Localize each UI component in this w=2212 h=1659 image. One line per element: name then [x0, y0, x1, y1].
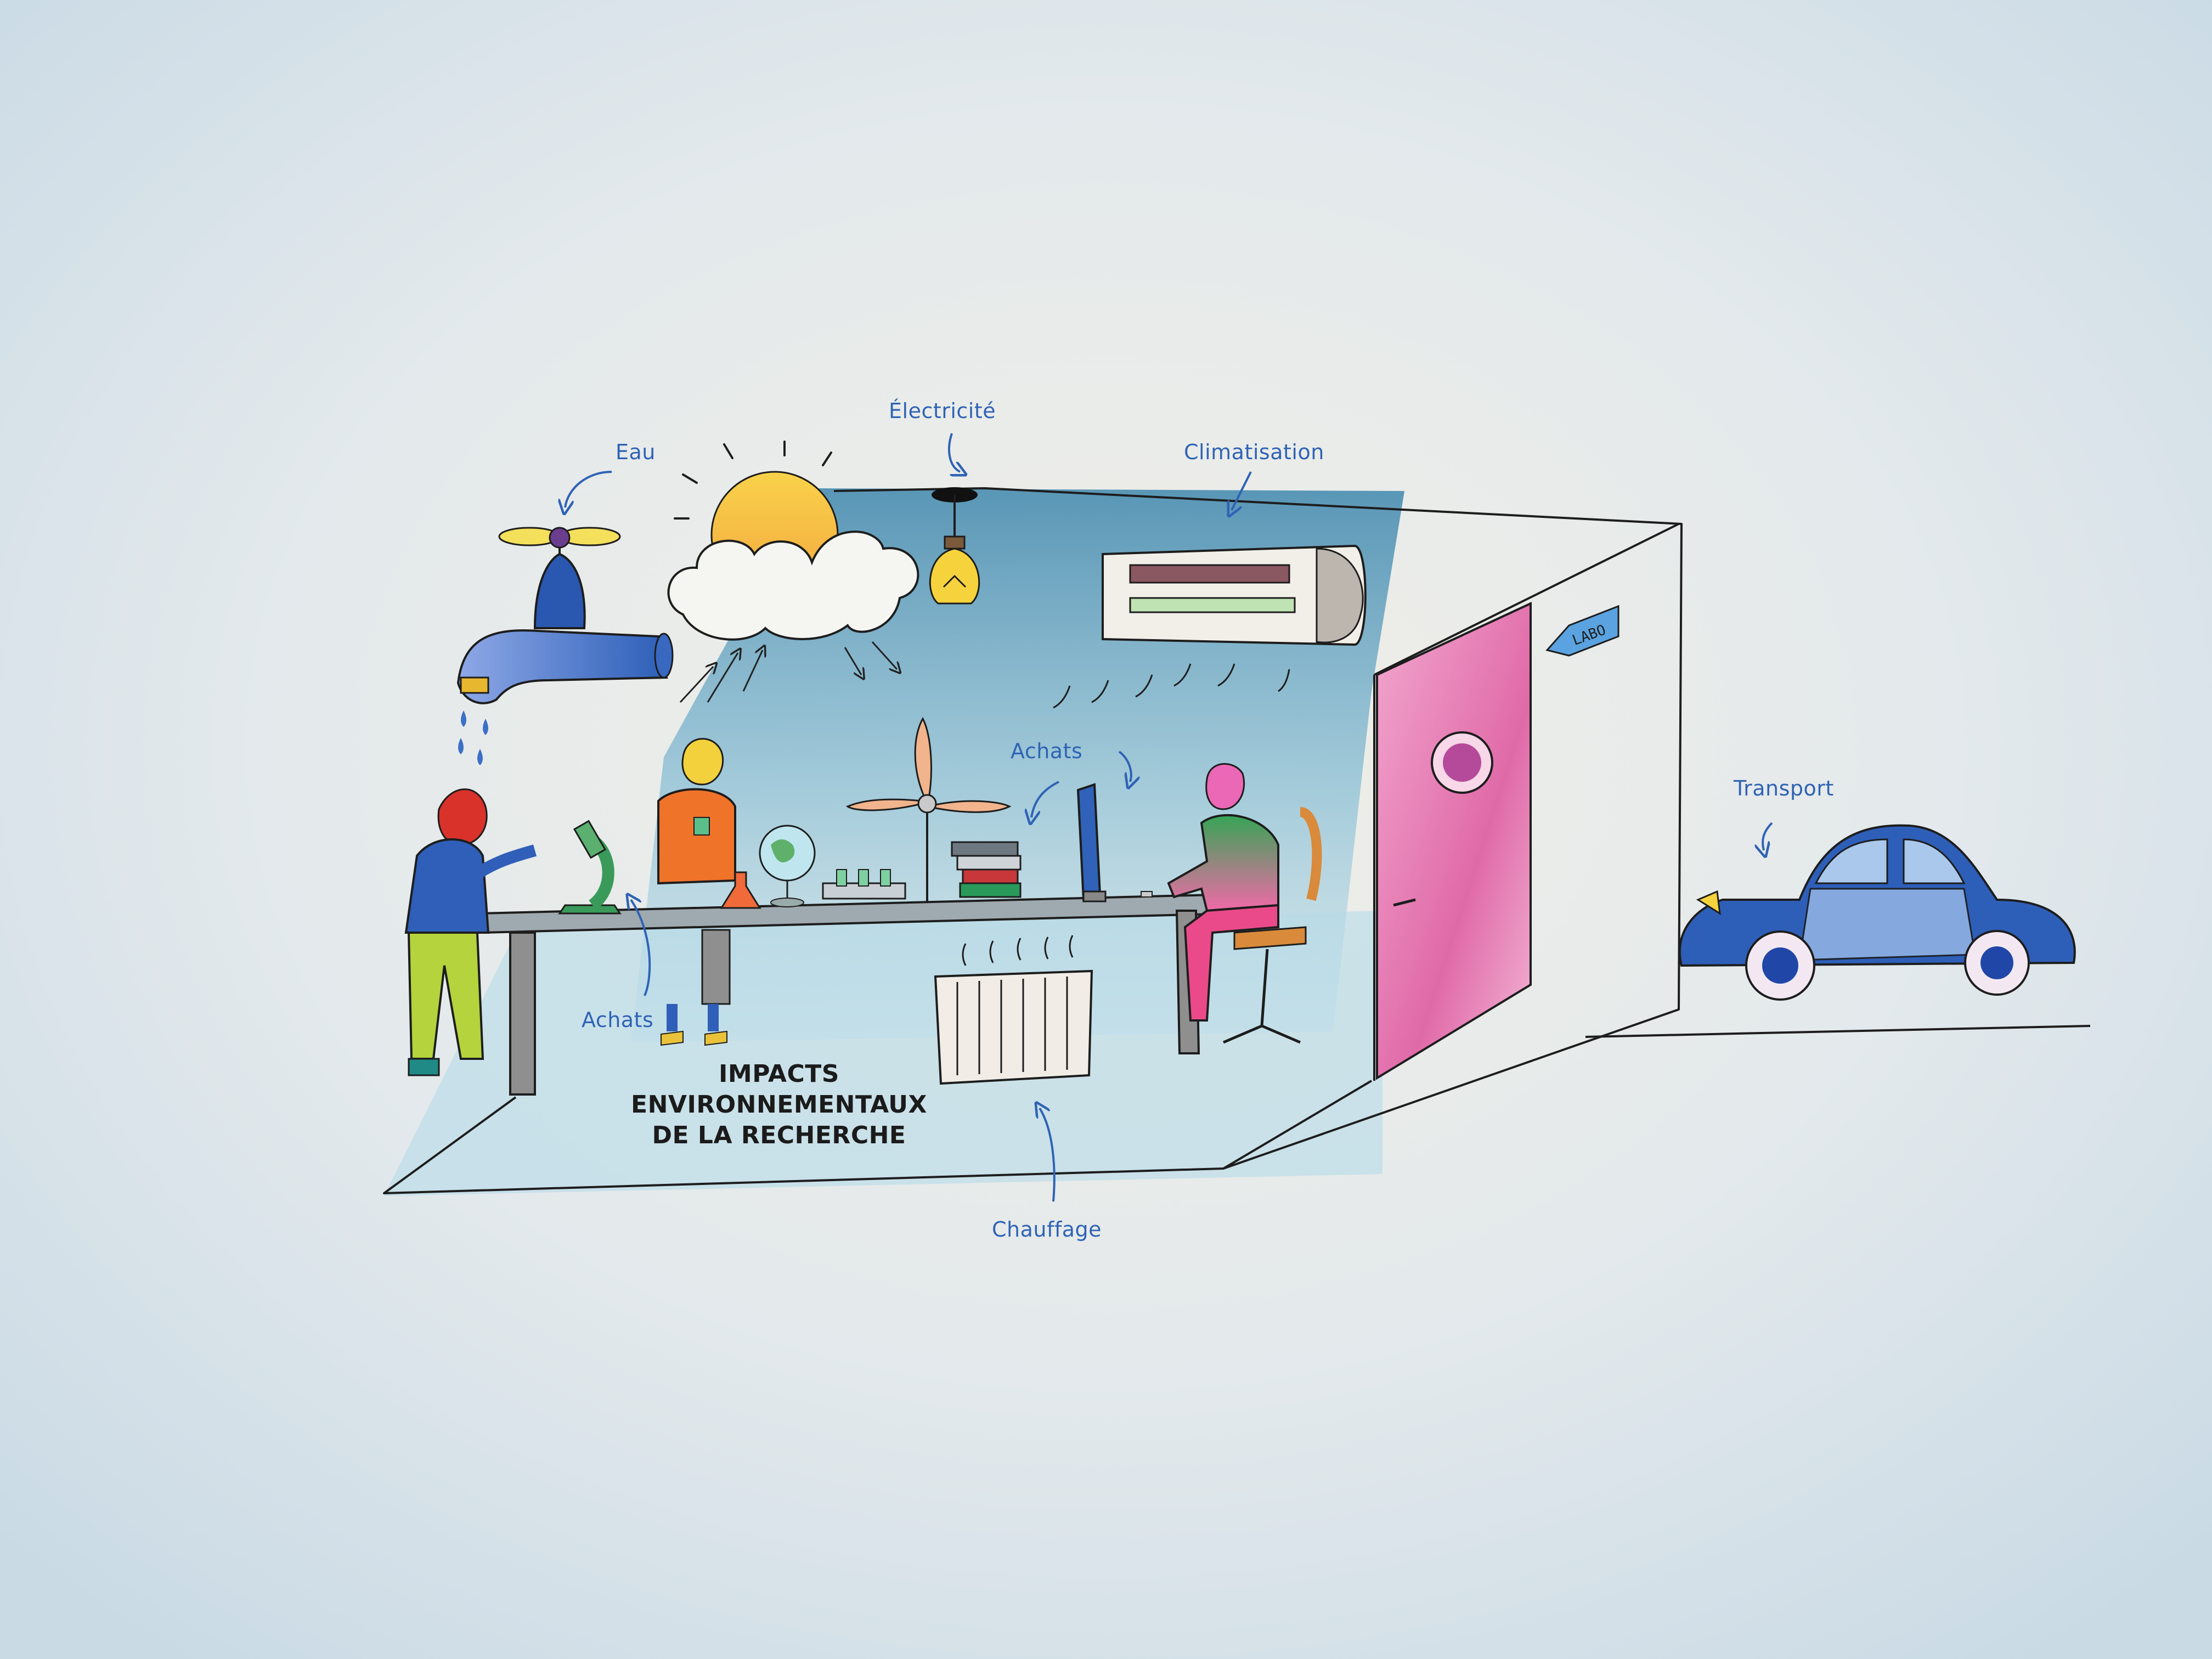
label-achats-table: Achats — [582, 1008, 654, 1032]
label-climatisation: Climatisation — [1184, 440, 1324, 464]
radiator-icon — [934, 935, 1093, 1085]
cloud-icon — [667, 531, 919, 641]
title-line-1: IMPACTS — [719, 1060, 839, 1088]
label-chauffage: Chauffage — [992, 1217, 1102, 1242]
cloud-arrows — [679, 641, 897, 703]
flask-icon — [720, 871, 761, 909]
car-icon — [1678, 824, 2076, 1001]
air-conditioner-icon — [1102, 544, 1367, 646]
label-transport: Transport — [1734, 776, 1834, 800]
researcher-seated — [1167, 763, 1322, 1044]
label-arrows — [565, 433, 1773, 1202]
air-flow-lines — [1053, 663, 1290, 709]
microscope-icon — [558, 820, 622, 915]
label-eau: Eau — [616, 440, 656, 464]
title-line-3: DE LA RECHERCHE — [652, 1121, 906, 1149]
door — [1376, 601, 1532, 1080]
researcher-orange — [657, 738, 736, 1046]
researcher-woman — [404, 788, 537, 1076]
title-line-2: ENVIRONNEMENTAUX — [631, 1091, 927, 1119]
water-drops — [458, 710, 488, 765]
label-achats-desk: Achats — [1011, 739, 1083, 763]
computer-monitor-icon — [1076, 783, 1153, 902]
globe-icon — [759, 825, 816, 907]
test-tube-rack-icon — [822, 869, 906, 900]
label-electricite: Électricité — [889, 399, 996, 423]
room-floor-wash — [384, 911, 1383, 1196]
diagram-title: IMPACTS ENVIRONNEMENTAUX DE LA RECHERCHE — [625, 1059, 933, 1151]
lightbulb-icon — [929, 487, 980, 605]
room-outline — [383, 487, 2091, 1194]
books-icon — [951, 841, 1022, 898]
wind-turbine-icon — [845, 716, 1012, 911]
water-tap-icon — [456, 527, 674, 704]
